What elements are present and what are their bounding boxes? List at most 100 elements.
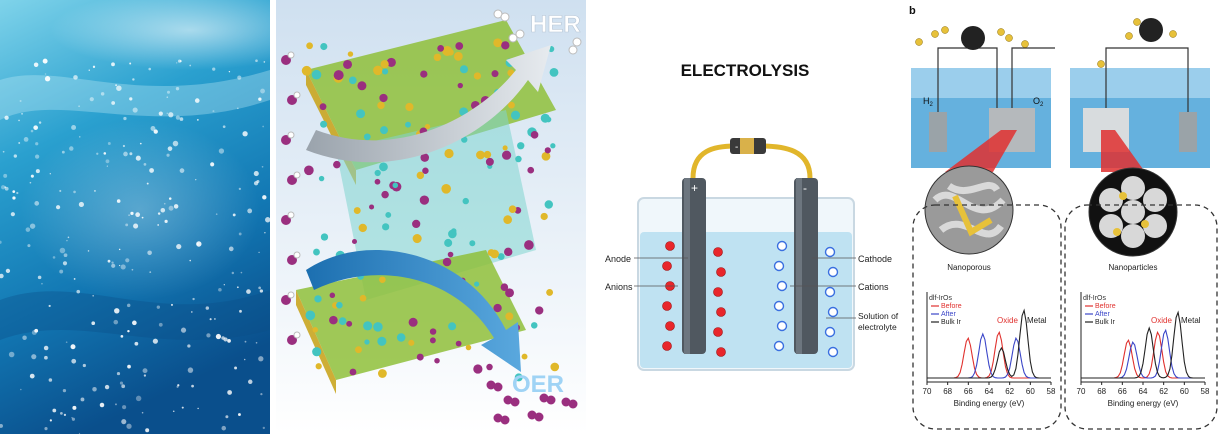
atom	[459, 65, 469, 74]
atom	[474, 281, 480, 287]
water-oxygen	[281, 295, 291, 305]
bubble	[152, 338, 158, 344]
o2-atom	[500, 415, 510, 425]
electron	[1005, 34, 1013, 42]
bubble	[82, 363, 86, 368]
bubble	[189, 259, 192, 262]
bubble	[13, 154, 18, 158]
atom	[374, 178, 381, 185]
bubble	[92, 386, 97, 392]
bubble	[143, 374, 147, 377]
legend-item: After	[1095, 311, 1110, 318]
bubble	[79, 136, 81, 138]
bubble	[69, 146, 74, 151]
cations-label: Cations	[858, 282, 889, 292]
o2-atom	[493, 413, 503, 423]
atom	[544, 200, 553, 209]
atom	[373, 65, 383, 76]
bubble	[129, 62, 132, 65]
bubble	[189, 64, 192, 67]
electron	[1097, 60, 1105, 68]
atom	[392, 182, 399, 189]
atom	[434, 357, 440, 364]
bubble	[168, 112, 174, 118]
bubble	[258, 356, 264, 362]
nanoparticle	[1121, 224, 1145, 248]
bubble	[116, 85, 122, 91]
bubble	[72, 405, 77, 410]
bubble	[253, 181, 259, 186]
bubble	[126, 423, 132, 429]
atom	[379, 276, 386, 283]
bubble	[179, 168, 185, 173]
legend-item: Bulk Ir	[1095, 319, 1116, 326]
bubble	[48, 304, 51, 308]
atom	[546, 288, 554, 296]
bubble	[218, 287, 222, 292]
cation	[776, 320, 788, 332]
xps-comparison-figure: b H2 O2	[905, 0, 1222, 434]
bubble	[172, 140, 179, 147]
anion	[713, 327, 723, 337]
bubble	[157, 212, 161, 215]
o2-atom	[568, 399, 578, 409]
xps-figure-svg: b H2 O2	[905, 0, 1222, 434]
solution-label-line1: Solution of	[858, 311, 899, 321]
bubble	[215, 213, 218, 215]
atom	[510, 110, 521, 120]
bubble	[141, 411, 144, 414]
x-tick-label: 62	[1005, 387, 1014, 396]
nanoporous-zoom	[924, 165, 1014, 255]
atom	[412, 219, 421, 229]
bubble	[149, 271, 152, 273]
bubble	[209, 318, 212, 321]
legend-title: dlf-IrOs	[1083, 295, 1106, 302]
water-hydrogen	[293, 91, 301, 99]
x-tick-label: 64	[985, 387, 994, 396]
atom	[448, 322, 457, 331]
bubble	[0, 423, 3, 428]
bubble	[8, 351, 15, 358]
cation	[824, 246, 836, 258]
atom	[448, 229, 457, 239]
atom	[386, 57, 396, 68]
bubble	[246, 289, 251, 294]
bubble	[115, 84, 117, 86]
atom	[416, 171, 425, 180]
her-arrow	[306, 45, 551, 163]
atom	[311, 69, 322, 80]
bubble	[228, 246, 234, 252]
bubble	[114, 403, 117, 406]
x-tick-label: 64	[1139, 387, 1148, 396]
anion	[665, 241, 675, 251]
atom	[486, 363, 493, 371]
legend-title: dlf-IrOs	[929, 295, 952, 302]
bubble	[164, 219, 168, 223]
bubble	[242, 131, 248, 137]
oxide-label: Oxide	[1151, 316, 1172, 325]
bubble	[157, 224, 159, 226]
bubble	[160, 207, 166, 213]
bubble	[175, 86, 180, 91]
bubble	[146, 182, 149, 185]
bubble	[71, 417, 73, 419]
bubble	[180, 327, 187, 333]
metal-label: Metal	[1181, 316, 1201, 325]
anion	[662, 261, 672, 271]
atom	[473, 364, 483, 374]
electron	[1133, 18, 1141, 26]
bubble	[177, 384, 180, 387]
bubble	[63, 413, 67, 416]
atom	[540, 113, 550, 123]
bubble	[71, 358, 77, 364]
bubble	[262, 195, 267, 200]
bubble	[148, 67, 152, 71]
oer-arrow	[306, 250, 521, 372]
bubble	[214, 318, 216, 320]
bubble	[113, 319, 119, 325]
bubble	[127, 364, 131, 369]
bubble	[197, 407, 199, 410]
bubble	[103, 152, 107, 155]
cation	[773, 260, 785, 272]
bubble	[87, 250, 90, 252]
